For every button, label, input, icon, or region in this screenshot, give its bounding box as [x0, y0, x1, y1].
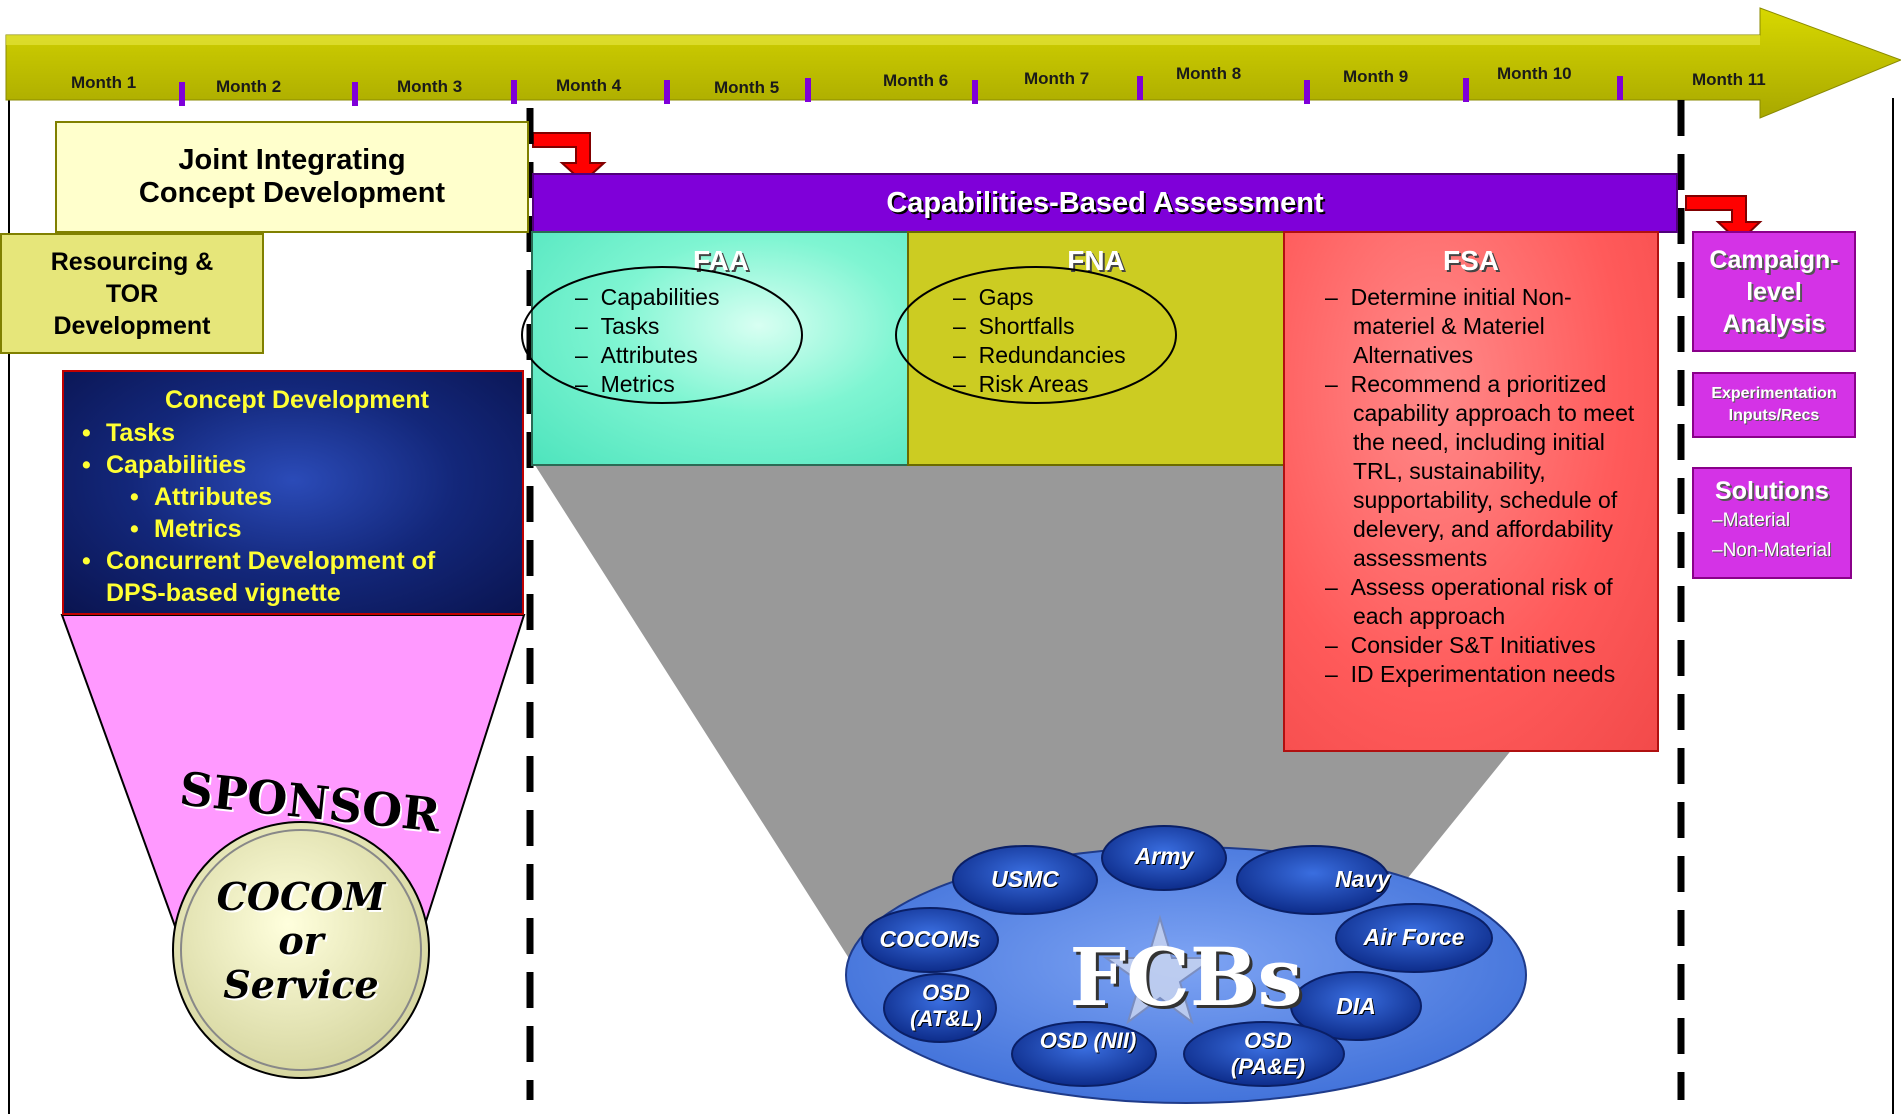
faa-list: – Capabilities – Tasks – Attributes – Me…	[575, 283, 719, 399]
jicd-line2: Concept Development	[138, 177, 446, 209]
concept-development-list: •Tasks •Capabilities •Attributes •Metric…	[82, 417, 512, 609]
list-item: DPS-based vignette	[106, 579, 341, 607]
fcb-member-army: Army	[1134, 843, 1194, 869]
fcb-member-air-force: Air Force	[1363, 924, 1465, 950]
list-item: – Gaps	[953, 284, 1034, 310]
fcb-member-osd-pae: OSD (PA&E)	[1230, 1028, 1306, 1079]
list-item: – Capabilities	[575, 284, 720, 310]
red-arrow-1	[532, 132, 607, 184]
list-item: – Risk Areas	[953, 371, 1089, 397]
list-item: •Metrics	[130, 515, 242, 543]
month-label-3: Month 3	[397, 77, 463, 96]
list-item: •Capabilities	[82, 451, 247, 479]
resourcing-line1: Resourcing &	[50, 247, 214, 276]
list-item: •Attributes	[130, 483, 273, 511]
fcb-member-osd-atl: OSD (AT&L)	[910, 980, 982, 1031]
faa-ellipse	[521, 266, 803, 404]
fna-list: – Gaps – Shortfalls – Redundancies – Ris…	[953, 283, 1126, 399]
fna-ellipse	[895, 266, 1177, 404]
fsa-list: – Determine initial Non-materiel & Mater…	[1325, 283, 1645, 689]
month-label-8: Month 8	[1176, 64, 1242, 83]
month-label-5: Month 5	[714, 78, 780, 97]
solutions-box: Solutions –Material –Non-Material	[1692, 467, 1852, 579]
month-label-6: Month 6	[883, 71, 949, 90]
list-item: – Assess operational risk of each approa…	[1325, 574, 1613, 629]
list-item: – Consider S&T Initiatives	[1325, 632, 1596, 658]
month-label-2: Month 2	[216, 77, 282, 96]
faa-title: FAA	[693, 245, 749, 276]
list-item: •Concurrent Development of	[82, 547, 436, 575]
jicd-box: Joint Integrating Concept Development	[55, 121, 529, 233]
resourcing-line3: Development	[53, 311, 211, 340]
fsa-box: FSA – Determine initial Non-materiel & M…	[1283, 231, 1659, 752]
fna-title: FNA	[1067, 245, 1125, 276]
fcb-member-navy: Navy	[1335, 866, 1390, 892]
list-item: – Attributes	[575, 342, 698, 368]
list-item: – Recommend a prioritized capability app…	[1325, 371, 1635, 571]
resourcing-line2: TOR	[105, 279, 159, 308]
list-item: – Redundancies	[953, 342, 1126, 368]
month-ticks	[179, 76, 1623, 106]
faa-box: FAA – Capabilities – Tasks – Attributes …	[521, 231, 911, 466]
list-item: – Shortfalls	[953, 313, 1075, 339]
month-label-1: Month 1	[71, 73, 137, 92]
fcb-member-usmc: USMC	[991, 866, 1059, 892]
fcb-star-emblem	[1102, 914, 1218, 1025]
month-label-11: Month 11	[1692, 70, 1766, 89]
month-label-4: Month 4	[556, 76, 622, 95]
list-item: – ID Experimentation needs	[1325, 661, 1616, 687]
fcb-member-dia: DIA	[1336, 993, 1376, 1019]
concept-development-title: Concept Development	[165, 386, 429, 414]
sponsor-text: COCOM or Service	[216, 874, 386, 1007]
list-item: – Determine initial Non-materiel & Mater…	[1325, 284, 1572, 368]
timeline-arrow	[5, 7, 1901, 119]
concept-development-box: Concept Development •Tasks •Capabilities…	[62, 370, 524, 615]
list-item: – Metrics	[575, 371, 675, 397]
list-item: – Tasks	[575, 313, 660, 339]
sponsor-circle	[172, 821, 430, 1079]
list-item: •Tasks	[82, 419, 176, 447]
month-label-10: Month 10	[1497, 64, 1572, 83]
solutions-item-material: –Material	[1712, 510, 1791, 531]
fcb-member-cocoms: COCOMs	[879, 926, 981, 952]
jicd-line1: Joint Integrating	[178, 144, 406, 176]
fna-box: FNA – Gaps – Shortfalls – Redundancies –…	[895, 231, 1285, 466]
fcb-member-osd-nii: OSD (NII)	[1039, 1028, 1137, 1053]
month-label-7: Month 7	[1024, 69, 1090, 88]
resourcing-tor-box: Resourcing & TOR Development	[0, 233, 264, 354]
solutions-item-non-material: –Non-Material	[1712, 540, 1832, 561]
fcb-seats	[861, 825, 1493, 1087]
solutions-title: Solutions	[1715, 477, 1829, 505]
fsa-title: FSA	[1443, 245, 1499, 276]
fcbs-center-label: FCBs	[1069, 930, 1303, 1024]
month-label-9: Month 9	[1343, 67, 1409, 86]
cba-header: Capabilities-Based Assessment	[532, 173, 1678, 233]
